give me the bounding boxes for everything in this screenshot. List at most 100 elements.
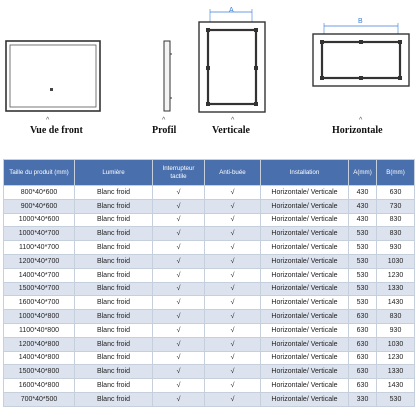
size-cell: 1100*40*700 <box>3 240 75 255</box>
a-cell: 530 <box>348 240 377 255</box>
size-cell: 1400*40*800 <box>3 350 75 366</box>
b-cell: 1230 <box>376 350 415 366</box>
profile-view <box>161 40 173 112</box>
anti-fog-cell: √ <box>204 212 261 228</box>
installation-cell: Horizontale/ Verticale <box>260 253 349 269</box>
b-cell: 1030 <box>376 336 415 352</box>
light-cell: Blanc froid <box>74 253 153 269</box>
product-views: ^ Vue de front ^ Profil A ^ Verticale <box>0 0 416 150</box>
light-cell: Blanc froid <box>74 281 153 297</box>
anti-fog-cell: √ <box>204 336 261 352</box>
b-cell: 930 <box>376 322 415 338</box>
size-cell: 1400*40*700 <box>3 267 75 283</box>
light-cell: Blanc froid <box>74 295 153 311</box>
a-cell: 530 <box>348 281 377 297</box>
touch-switch-cell: √ <box>152 295 205 311</box>
light-cell: Blanc froid <box>74 322 153 338</box>
a-cell: 530 <box>348 226 377 242</box>
a-cell: 330 <box>348 391 377 407</box>
anti-fog-cell: √ <box>204 322 261 338</box>
installation-cell: Horizontale/ Verticale <box>260 185 349 200</box>
touch-switch-cell: √ <box>152 226 205 242</box>
b-cell: 1330 <box>376 281 415 297</box>
installation-cell: Horizontale/ Verticale <box>260 336 349 352</box>
anti-fog-cell: √ <box>204 226 261 242</box>
installation-cell: Horizontale/ Verticale <box>260 240 349 255</box>
vertical-view-label: Verticale <box>212 125 250 136</box>
a-cell: 430 <box>348 212 377 228</box>
size-cell: 1000*40*700 <box>3 226 75 242</box>
anti-fog-cell: √ <box>204 281 261 297</box>
installation-cell: Horizontale/ Verticale <box>260 309 349 324</box>
front-view <box>5 40 101 112</box>
profile-view-caret: ^ <box>162 117 166 124</box>
size-cell: 900*40*600 <box>3 198 75 214</box>
touch-switch-cell: √ <box>152 309 205 324</box>
touch-switch-cell: √ <box>152 350 205 366</box>
front-view-label: Vue de front <box>30 125 83 136</box>
header-b: B(mm) <box>376 159 415 186</box>
touch-switch-cell: √ <box>152 253 205 269</box>
a-cell: 430 <box>348 198 377 214</box>
size-cell: 1200*40*700 <box>3 253 75 269</box>
dimension-a-label: A <box>229 7 234 14</box>
a-cell: 530 <box>348 253 377 269</box>
anti-fog-cell: √ <box>204 198 261 214</box>
b-cell: 830 <box>376 226 415 242</box>
touch-switch-cell: √ <box>152 185 205 200</box>
anti-fog-cell: √ <box>204 364 261 380</box>
size-cell: 1000*40*800 <box>3 309 75 324</box>
dimension-b-label: B <box>358 18 363 25</box>
anti-fog-cell: √ <box>204 267 261 283</box>
b-cell: 930 <box>376 240 415 255</box>
spec-table-header: Taille du produit (mm) Lumière Interrupt… <box>3 159 415 186</box>
anti-fog-cell: √ <box>204 295 261 311</box>
light-cell: Blanc froid <box>74 364 153 380</box>
light-cell: Blanc froid <box>74 198 153 214</box>
anti-fog-cell: √ <box>204 309 261 324</box>
installation-cell: Horizontale/ Verticale <box>260 378 349 393</box>
b-cell: 830 <box>376 212 415 228</box>
touch-switch-cell: √ <box>152 240 205 255</box>
mirror-horizontal-back-icon <box>312 23 410 87</box>
profile-view-label: Profil <box>152 125 177 136</box>
touch-switch-cell: √ <box>152 391 205 407</box>
a-cell: 630 <box>348 378 377 393</box>
a-cell: 630 <box>348 322 377 338</box>
b-cell: 1230 <box>376 267 415 283</box>
size-cell: 1100*40*800 <box>3 322 75 338</box>
header-anti-fog: Anti-buée <box>204 159 261 186</box>
b-cell: 1330 <box>376 364 415 380</box>
b-cell: 1030 <box>376 253 415 269</box>
a-cell: 530 <box>348 295 377 311</box>
anti-fog-cell: √ <box>204 185 261 200</box>
a-cell: 630 <box>348 364 377 380</box>
anti-fog-cell: √ <box>204 378 261 393</box>
installation-cell: Horizontale/ Verticale <box>260 212 349 228</box>
light-cell: Blanc froid <box>74 267 153 283</box>
light-cell: Blanc froid <box>74 391 153 407</box>
size-cell: 1600*40*800 <box>3 378 75 393</box>
anti-fog-cell: √ <box>204 240 261 255</box>
b-cell: 1430 <box>376 378 415 393</box>
light-cell: Blanc froid <box>74 309 153 324</box>
horizontal-view-label: Horizontale <box>332 125 383 136</box>
front-view-caret: ^ <box>46 117 50 124</box>
b-cell: 830 <box>376 309 415 324</box>
header-size: Taille du produit (mm) <box>3 159 75 186</box>
installation-cell: Horizontale/ Verticale <box>260 198 349 214</box>
size-cell: 800*40*600 <box>3 185 75 200</box>
b-cell: 530 <box>376 391 415 407</box>
mirror-profile-icon <box>163 40 172 112</box>
